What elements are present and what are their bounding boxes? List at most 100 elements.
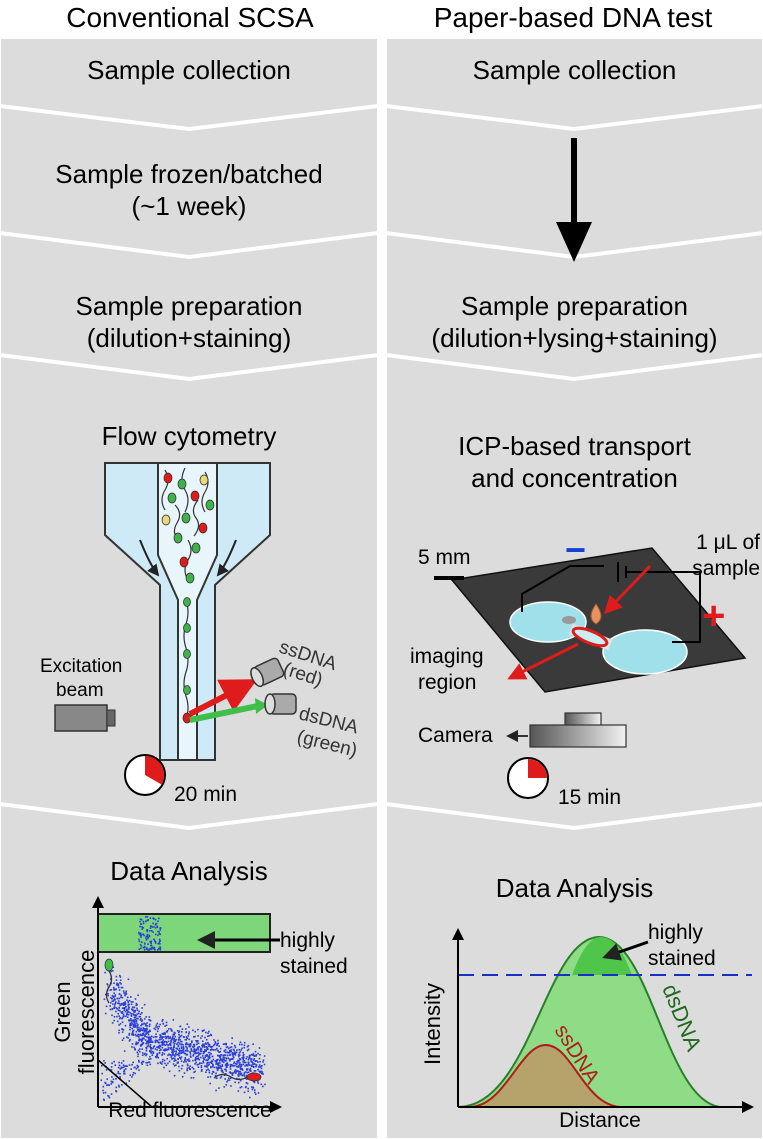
scatter-dot [136,1022,138,1025]
scatter-dot [186,1046,188,1049]
scatter-dot [259,1054,261,1056]
scatter-dot [154,923,157,926]
scatter-dot [234,1052,236,1054]
scatter-dot [184,1059,186,1061]
scatter-dot [216,1043,218,1046]
scatter-dot [166,1036,169,1038]
flow-cytometer [54,462,297,761]
scatter-dot [233,1070,236,1073]
scatter-dot [137,1055,139,1058]
scatter-dot [208,1034,211,1037]
scatter-dot [253,1063,255,1065]
scatter-dot [223,1086,226,1088]
scatter-dot [107,1094,109,1097]
scatter-dot [137,1065,140,1068]
scatter-dot [231,1042,233,1045]
scatter-dot [147,1045,149,1048]
scatter-dot [220,1075,223,1078]
scatter-dot [195,1040,197,1042]
scatter-dot [136,1051,139,1054]
scatter-dot [197,1042,200,1045]
scatter-dot [214,1041,217,1043]
scatter-dot [141,1019,143,1021]
scatter-dot [138,1061,140,1063]
scatter-dot [257,1092,260,1094]
scatter-dot [138,1038,141,1041]
scatter-dot [131,1063,133,1066]
scatter-dot [243,1061,246,1064]
scatter-dot [237,1059,239,1062]
scatter-dot [152,1047,154,1050]
scatter-dot [217,1039,219,1042]
scatter-dot [217,1054,219,1057]
scatter-dot [157,1045,160,1048]
scatter-dot [133,1014,135,1016]
scatter-dot [194,1035,196,1038]
scatter-dot [148,1016,151,1018]
scatter-dot [146,1022,148,1024]
scatter-dot [120,1062,123,1064]
scatter-dot [224,1068,226,1071]
scatter-dot [133,1024,136,1027]
scatter-dot [205,1055,208,1057]
scatter-dot [137,1017,139,1020]
scatter-dot [219,1058,222,1061]
scatter-dot [114,988,117,991]
scatter-dot [242,1052,244,1054]
scatter-dot [160,1048,162,1051]
scatter-dot [178,1065,180,1068]
scatter-dot [185,1039,187,1041]
scatter-dot [114,1004,116,1006]
scatter-dot [192,1068,195,1070]
scatter-dot [144,1030,147,1032]
scatter-dot [147,1040,149,1043]
scatter-dot [204,1036,206,1039]
scatter-dot [151,1041,154,1043]
scatter-dot [164,1049,166,1052]
scatter-dot [210,1033,212,1036]
scatter-dot [147,936,149,939]
scatter-dot [181,1064,184,1067]
scatter-dot [140,941,143,943]
scatter-dot [208,1030,210,1033]
scatter-dot [163,1033,165,1035]
scatter-dot [102,1098,105,1101]
left-timer-icon [124,754,166,796]
scatter-dot [213,1049,215,1051]
scatter-dot [216,1069,219,1072]
scatter-dot [159,1036,162,1038]
scatter-dot [172,1035,174,1038]
scatter-dot [132,1001,134,1003]
scatter-dot [134,1026,136,1028]
scatter-dot [221,1058,224,1060]
scatter-dot [141,1039,143,1042]
scatter-dot [208,1071,211,1074]
scatter-dot [136,1004,138,1006]
scatter-dot [189,1045,192,1048]
scatter-dot [236,1049,238,1051]
scatter-dot [151,1040,153,1042]
scatter-dot [214,1049,217,1051]
scatter-dot [128,1034,130,1036]
scatter-dot [158,1025,160,1028]
scatter-dot [161,1037,163,1039]
scatter-dot [145,1042,147,1045]
scatter-dot [138,940,141,943]
scatter-dot [182,1051,185,1054]
scatter-dot [117,1066,120,1069]
scatter-dot [133,1046,135,1049]
scatter-dot [254,1093,257,1095]
scatter-dot [247,1090,249,1093]
scatter-dot [119,1073,121,1075]
scatter-dot [145,1054,147,1057]
scatter-dot [227,1047,230,1050]
scatter-dot [174,1040,177,1043]
scatter-dot [112,1003,114,1005]
scatter-dot [140,1061,143,1064]
scatter-dot [229,1068,232,1070]
scatter-dot [183,1072,186,1074]
scatter-dot [221,1069,224,1072]
scatter-dot [119,1004,121,1007]
scatter-dot [111,1062,113,1065]
scatter-dot [140,918,143,921]
